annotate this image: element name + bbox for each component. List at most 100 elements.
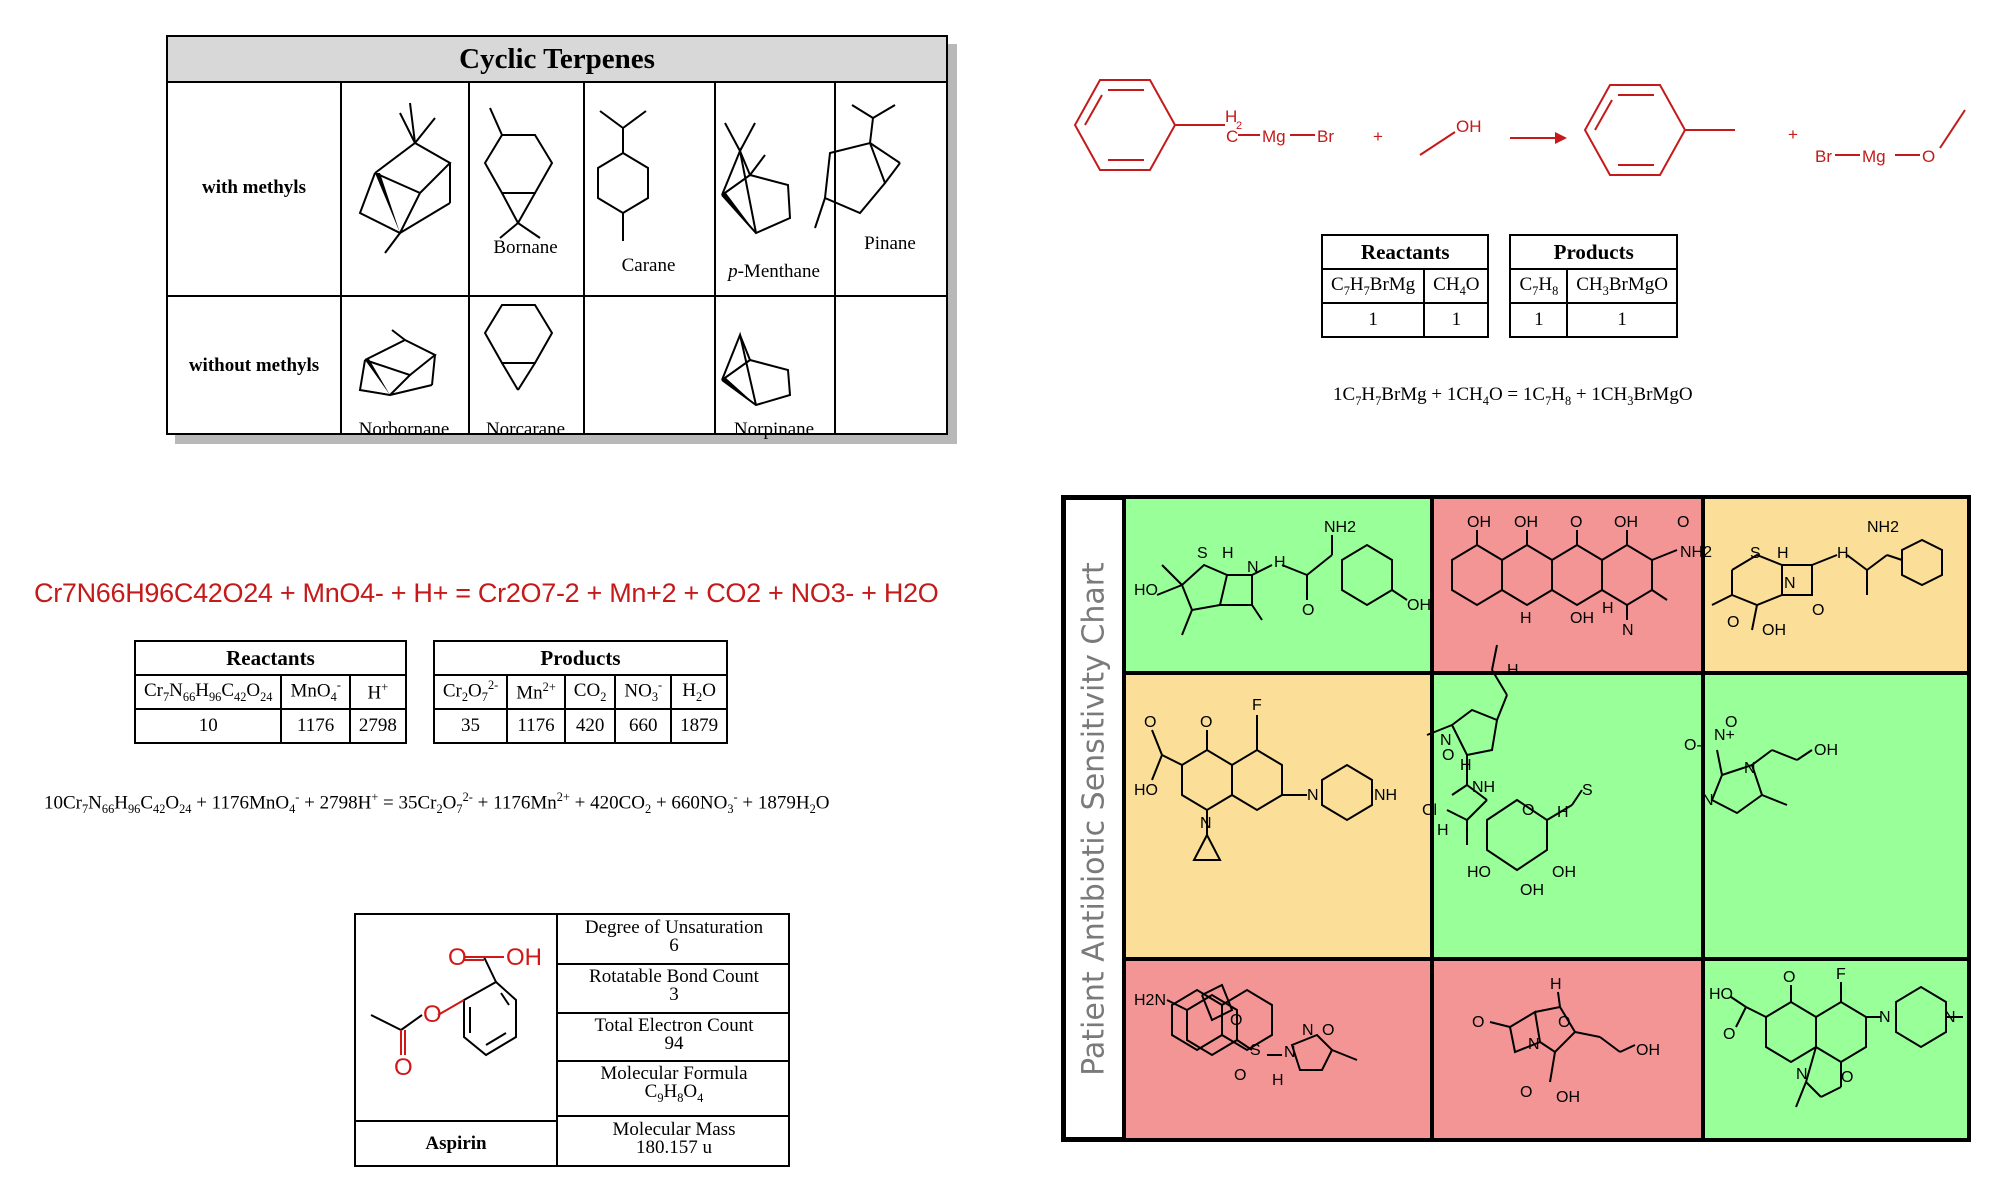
coefficient-cell: 1176 bbox=[280, 708, 351, 744]
svg-text:O: O bbox=[1200, 714, 1212, 731]
svg-text:H2N: H2N bbox=[1134, 992, 1166, 1009]
coefficient-cell: 10 bbox=[133, 708, 283, 744]
divider bbox=[556, 1060, 788, 1062]
svg-text:O: O bbox=[1677, 514, 1689, 531]
svg-text:H: H bbox=[1437, 822, 1449, 839]
svg-text:N: N bbox=[1440, 732, 1452, 749]
chart-cell-ciprofloxacin bbox=[1122, 671, 1434, 961]
row-label-with-methyls: with methyls bbox=[202, 177, 306, 198]
svg-text:OH: OH bbox=[1556, 1089, 1580, 1106]
svg-text:O: O bbox=[1144, 714, 1156, 731]
coefficient-cell: 1 bbox=[1423, 302, 1490, 338]
gap bbox=[404, 641, 435, 675]
divider bbox=[583, 83, 585, 435]
species-cell: C7H8 bbox=[1509, 268, 1569, 304]
svg-text:O: O bbox=[1230, 1012, 1242, 1029]
species-cell: Mn2+ bbox=[506, 674, 566, 710]
svg-text:Cl: Cl bbox=[1422, 802, 1437, 819]
grignard-table: Reactants Products C7H7BrMg CH4O C7H8 CH… bbox=[1320, 234, 1678, 338]
terpene-carane: Carane bbox=[621, 255, 676, 276]
aspirin-oh: OH bbox=[506, 944, 542, 971]
svg-text:O: O bbox=[1812, 602, 1824, 619]
svg-text:N: N bbox=[1702, 792, 1714, 809]
svg-text:HO: HO bbox=[1709, 986, 1733, 1003]
svg-text:OH: OH bbox=[1407, 597, 1431, 614]
grignard-br-label: Br bbox=[1317, 127, 1334, 146]
svg-text:N: N bbox=[1622, 622, 1634, 639]
terpene-norbornane: Norbornane bbox=[358, 419, 450, 440]
grignard-c-label: C bbox=[1226, 127, 1238, 146]
svg-text:O: O bbox=[1472, 1014, 1484, 1031]
svg-text:O: O bbox=[1302, 602, 1314, 619]
svg-text:N: N bbox=[1796, 1066, 1808, 1083]
divider bbox=[834, 83, 836, 435]
svg-text:O: O bbox=[1558, 1014, 1570, 1031]
aspirin-name: Aspirin bbox=[425, 1133, 487, 1154]
svg-text:OH: OH bbox=[1762, 622, 1786, 639]
svg-text:O-: O- bbox=[1684, 737, 1702, 754]
svg-text:OH: OH bbox=[1552, 864, 1576, 881]
divider bbox=[340, 83, 342, 435]
divider bbox=[168, 295, 946, 297]
reactants-header: Reactants bbox=[1320, 234, 1490, 270]
svg-text:O: O bbox=[1841, 1069, 1853, 1086]
svg-text:OH: OH bbox=[1814, 742, 1838, 759]
clavulanic-acid-structure: H O O N OH O OH bbox=[1472, 976, 1660, 1106]
svg-text:O: O bbox=[1322, 1022, 1334, 1039]
svg-text:N: N bbox=[1284, 1044, 1296, 1061]
gap bbox=[404, 709, 435, 743]
methanol-oh-label: OH bbox=[1456, 117, 1482, 136]
svg-text:NH: NH bbox=[1472, 779, 1495, 796]
svg-text:OH: OH bbox=[1570, 610, 1594, 627]
svg-text:S: S bbox=[1197, 545, 1208, 562]
svg-text:O: O bbox=[1783, 969, 1795, 986]
svg-text:O: O bbox=[1520, 1084, 1532, 1101]
svg-text:O: O bbox=[1723, 1026, 1735, 1043]
svg-text:N: N bbox=[1944, 1009, 1956, 1026]
redox-equation: Cr7N66H96C42O24 + MnO4- + H+ = Cr2O7-2 +… bbox=[34, 578, 939, 608]
svg-text:H: H bbox=[1274, 554, 1286, 571]
svg-text:H: H bbox=[1602, 600, 1614, 617]
gap bbox=[1487, 235, 1512, 269]
svg-text:N: N bbox=[1200, 815, 1212, 832]
svg-text:OH: OH bbox=[1614, 514, 1638, 531]
svg-text:H: H bbox=[1557, 804, 1569, 821]
svg-text:OH: OH bbox=[1636, 1042, 1660, 1059]
svg-text:H: H bbox=[1520, 610, 1532, 627]
redox-table: Reactants Products Cr7N66H96C42O24 MnO4-… bbox=[133, 640, 729, 744]
aspirin-o-carbonyl: O bbox=[394, 1054, 413, 1081]
species-cell: C7H7BrMg bbox=[1320, 268, 1426, 304]
svg-text:H: H bbox=[1837, 545, 1849, 562]
gap bbox=[1487, 303, 1512, 337]
svg-text:OH: OH bbox=[1467, 514, 1491, 531]
coefficient-cell: 1 bbox=[1566, 302, 1678, 338]
svg-text:N: N bbox=[1744, 760, 1756, 777]
terpene-bornane: Bornane bbox=[493, 237, 558, 258]
svg-text:N: N bbox=[1307, 787, 1319, 804]
svg-text:H: H bbox=[1222, 545, 1234, 562]
svg-text:OH: OH bbox=[1514, 514, 1538, 531]
terpene-structures-without-methyls bbox=[358, 304, 792, 407]
plus-sign: + bbox=[1373, 127, 1383, 146]
product-o-label: O bbox=[1922, 147, 1935, 166]
grignard-h2-label: H bbox=[1225, 107, 1237, 126]
svg-text:N: N bbox=[1247, 559, 1259, 576]
svg-text:H: H bbox=[1272, 1072, 1284, 1089]
antibiotic-chart-title: Patient Antibiotic Sensitivity Chart bbox=[1076, 561, 1112, 1076]
species-cell: MnO4- bbox=[280, 674, 351, 710]
svg-text:HO: HO bbox=[1134, 782, 1158, 799]
svg-text:O: O bbox=[1442, 747, 1454, 764]
svg-text:N: N bbox=[1528, 1036, 1540, 1053]
svg-text:N+: N+ bbox=[1714, 727, 1735, 744]
terpene-norcarane: Norcarane bbox=[485, 419, 566, 440]
svg-text:N: N bbox=[1879, 1009, 1891, 1026]
chart-cell-lincomycin bbox=[1430, 671, 1705, 961]
grignard-mg-label: Mg bbox=[1262, 127, 1286, 146]
plus-sign: + bbox=[1788, 125, 1798, 144]
svg-text:S: S bbox=[1750, 545, 1761, 562]
divider bbox=[356, 1120, 556, 1122]
svg-text:N: N bbox=[1784, 575, 1796, 592]
